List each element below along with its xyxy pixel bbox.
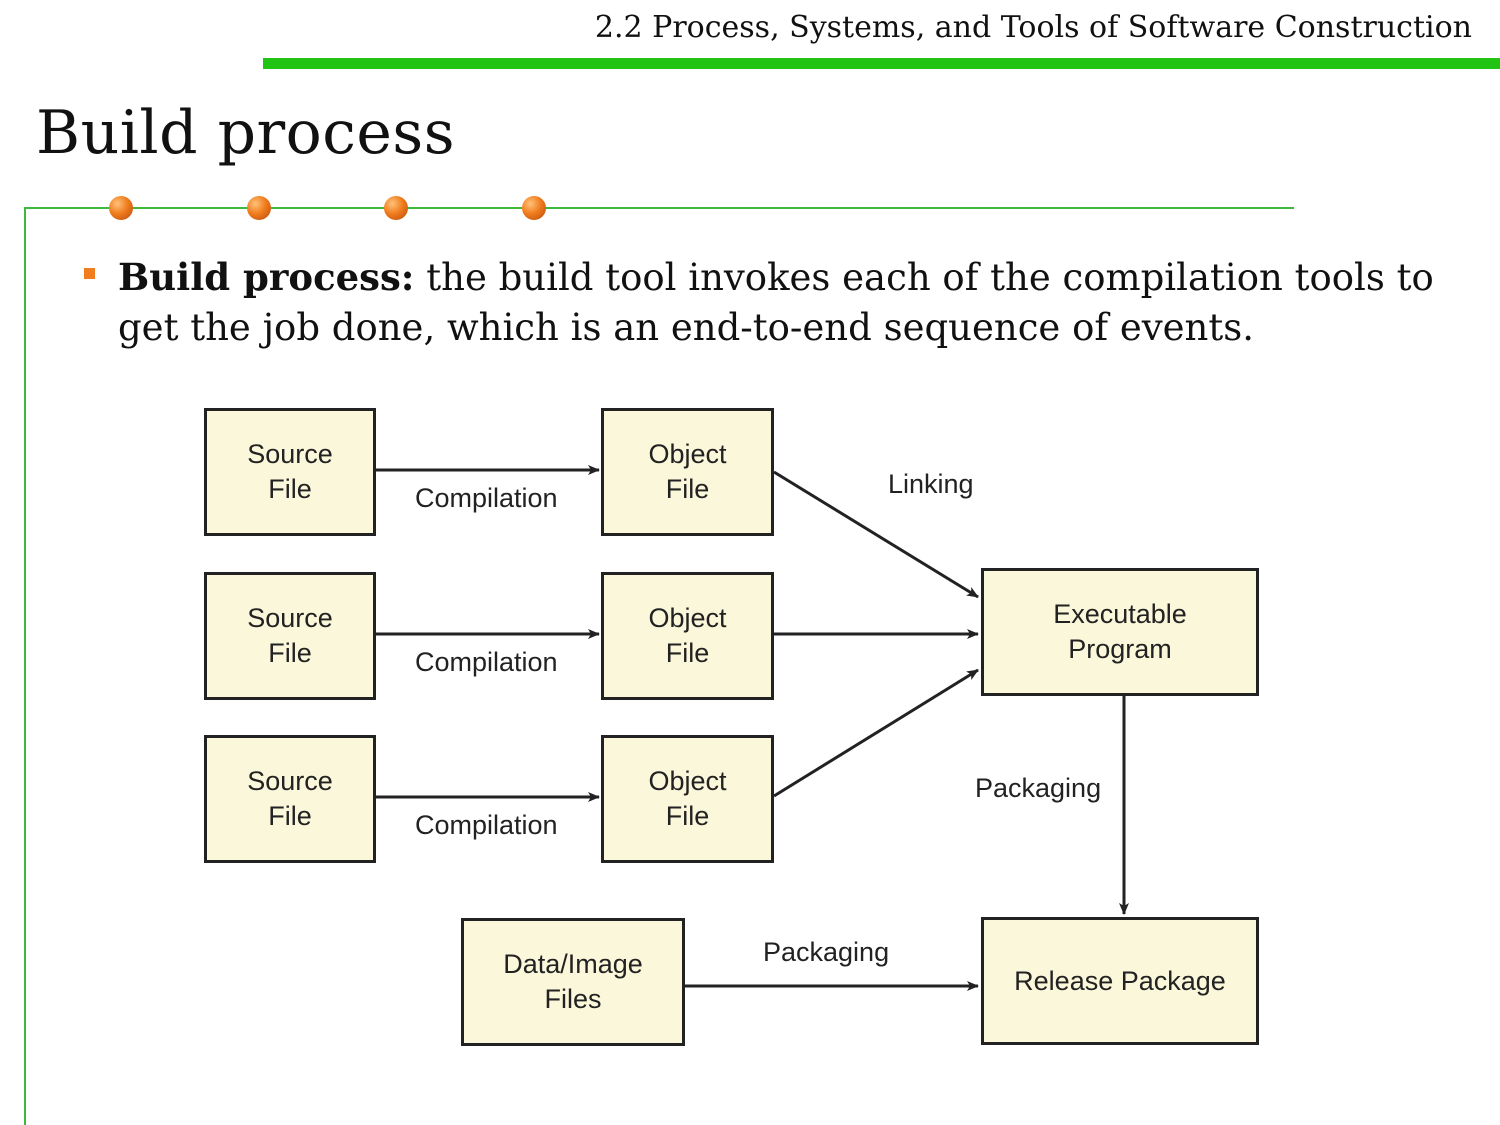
orange-dot-icon — [109, 196, 133, 220]
orange-dot-icon — [522, 196, 546, 220]
object-file-box-3: Object File — [601, 735, 774, 863]
left-margin-rule — [24, 207, 26, 1125]
section-header-title: 2.2 Process, Systems, and Tools of Softw… — [594, 10, 1472, 45]
data-image-files-box: Data/Image Files — [461, 918, 685, 1046]
compilation-label-2: Compilation — [415, 647, 558, 677]
bullet-text: Build process: the build tool invokes ea… — [118, 252, 1438, 353]
orange-dot-icon — [247, 196, 271, 220]
object-file-box-2: Object File — [601, 572, 774, 700]
bullet-square-icon — [84, 268, 95, 279]
compilation-label-3: Compilation — [415, 810, 558, 840]
slide-title: Build process — [36, 98, 455, 168]
executable-program-box: Executable Program — [981, 568, 1259, 696]
bullet-term: Build process: — [118, 255, 415, 299]
compilation-label-1: Compilation — [415, 483, 558, 513]
source-file-box-2: Source File — [204, 572, 376, 700]
source-file-box-3: Source File — [204, 735, 376, 863]
source-file-box-1: Source File — [204, 408, 376, 536]
packaging-label-exec: Packaging — [975, 773, 1102, 803]
packaging-label-data: Packaging — [763, 937, 890, 967]
orange-dot-icon — [384, 196, 408, 220]
link-arrow-3 — [773, 668, 979, 798]
object-file-box-1: Object File — [601, 408, 774, 536]
header-accent-bar — [263, 58, 1500, 69]
linking-label: Linking — [888, 469, 974, 499]
release-package-box: Release Package — [981, 917, 1259, 1045]
title-underline-rule — [24, 207, 1294, 209]
bullet-body: the build tool invokes each of the compi… — [118, 256, 1434, 349]
link-arrow-1 — [773, 470, 979, 599]
